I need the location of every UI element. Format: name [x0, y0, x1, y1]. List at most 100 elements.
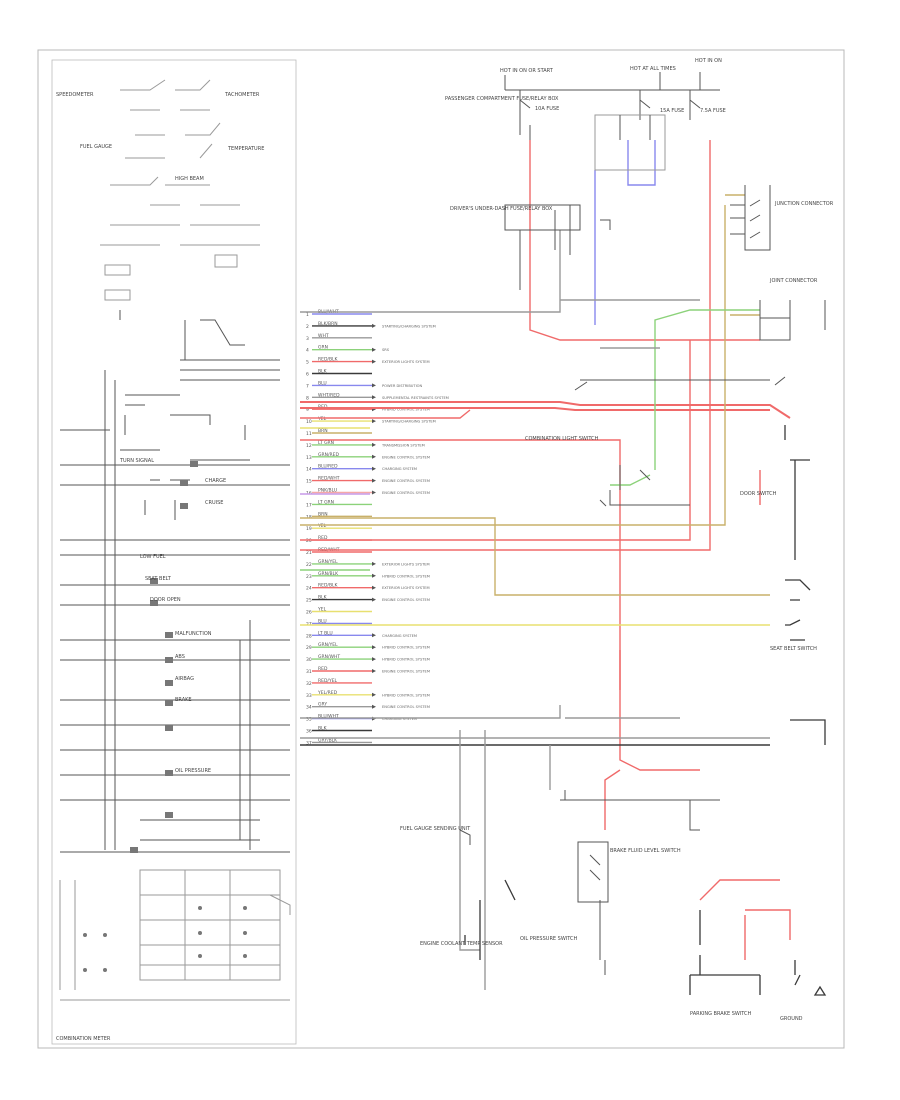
pin-wire-color: BLU	[318, 380, 327, 386]
pin-number: 14	[306, 467, 312, 473]
pin-number: 6	[306, 372, 309, 378]
ground-label: GROUND	[780, 1016, 803, 1022]
wire-red-right	[699, 879, 780, 901]
meter-item-cruise: CRUISE	[205, 500, 223, 506]
pin-system-label: POWER DISTRIBUTION	[382, 384, 422, 388]
meter-item-tachometer: TACHOMETER	[224, 92, 260, 98]
arrow-right-icon	[372, 669, 376, 673]
meter-item-speedometer: SPEEDOMETER	[56, 92, 94, 98]
pin-number: 34	[306, 705, 312, 711]
wire-red-branch-2	[300, 439, 621, 700]
seat-belt-label: SEAT BELT SWITCH	[770, 646, 817, 652]
pin-number: 7	[306, 383, 309, 389]
right-components: HOT IN ON OR START HOT AT ALL TIMES HOT …	[400, 58, 834, 1022]
connector-pin-row: 6 BLK	[306, 369, 372, 378]
pin-wire-color: GRN/RED	[318, 452, 339, 458]
pin-system-label: EXTERIOR LIGHTS SYSTEM	[382, 562, 430, 566]
arrow-right-icon	[372, 454, 376, 459]
gauge-switches	[100, 79, 260, 301]
pin-system-label: STARTING/CHARGING SYSTEM	[382, 420, 436, 424]
pin-number: 1	[306, 312, 309, 318]
pin-number: 12	[306, 443, 312, 449]
pin-wire-color: RED/BLK	[318, 357, 339, 363]
pin-wire-color: WHT/RED	[318, 392, 340, 398]
pin-number: 17	[306, 502, 312, 508]
meter-item-low-fuel: LOW FUEL	[140, 554, 166, 560]
meter-internal-lines	[60, 310, 290, 853]
pin-number: 33	[306, 693, 312, 699]
pin-number: 29	[306, 645, 312, 651]
pin-wire-color: GRN/YEL	[318, 559, 338, 565]
indicator-icons	[130, 461, 198, 853]
pin-number: 24	[306, 586, 312, 592]
pin-number: 22	[306, 562, 312, 568]
lower-right-switches	[464, 719, 827, 996]
pin-wire-color: BLU	[318, 618, 327, 624]
parking-brake-label: PARKING BRAKE SWITCH	[690, 1011, 752, 1017]
wire-harness	[300, 140, 791, 990]
pin-number: 21	[306, 550, 312, 556]
pin-number: 9	[306, 407, 309, 413]
pin-wire-color: RED/BLK	[318, 583, 339, 589]
meter-item-malfunction: MALFUNCTION	[175, 631, 212, 637]
pin-wire-color: LT BLU	[318, 630, 333, 636]
pin-wire-color: BLU/WHT	[318, 714, 339, 720]
junction-connector	[730, 185, 771, 251]
pin-system-label: CHARGING SYSTEM	[382, 467, 417, 471]
arrow-right-icon	[372, 347, 376, 352]
pin-system-label: ENGINE CONTROL SYSTEM	[382, 479, 430, 483]
wire-gray-5	[459, 730, 486, 990]
pin-number: 20	[306, 538, 312, 544]
fuse-label-a: 10A FUSE	[535, 106, 559, 112]
driver-box-label: DRIVER'S UNDER-DASH FUSE/RELAY BOX	[450, 206, 553, 212]
pin-number: 3	[306, 336, 309, 342]
wire-red-right-2	[745, 909, 791, 940]
wire-red-lower	[619, 700, 700, 771]
pin-system-label: HYBRID CONTROL SYSTEM	[382, 574, 430, 578]
meter-item-high-beam: HIGH BEAM	[175, 176, 204, 182]
pin-wire-color: BRN	[318, 511, 328, 517]
arrow-right-icon	[372, 323, 376, 328]
component-labels: HOT IN ON OR START HOT AT ALL TIMES HOT …	[400, 58, 834, 1022]
pin-wire-color: LT GRN	[318, 440, 334, 446]
arrow-right-icon	[372, 419, 376, 424]
pin-system-label: CHARGING SYSTEM	[382, 717, 417, 721]
pin-wire-color: YEL	[317, 607, 327, 613]
meter-item-oil-pressure: OIL PRESSURE	[175, 768, 211, 774]
wire-gray-1	[300, 705, 680, 719]
pin-wire-color: BLK	[318, 369, 328, 375]
passenger-box-label: PASSENGER COMPARTMENT FUSE/RELAY BOX	[445, 96, 559, 102]
pin-number: 31	[306, 669, 312, 675]
wire-olive-1	[300, 517, 770, 596]
pin-number: 23	[306, 574, 312, 580]
arrow-right-icon	[372, 490, 376, 495]
pin-number: 25	[306, 598, 312, 604]
door-switch-symbol	[784, 425, 811, 641]
pin-wire-color: BLK/BRN	[318, 321, 338, 327]
arrow-right-icon	[372, 359, 376, 364]
pin-number: 15	[306, 479, 312, 485]
wire-olive-2	[300, 194, 745, 526]
fuse-boxes	[504, 72, 720, 290]
meter-item-door-open: DOOR OPEN	[150, 597, 181, 603]
pin-wire-color: GRY	[318, 702, 327, 708]
fuse-label-top-mid: HOT AT ALL TIMES	[630, 66, 676, 72]
arrow-right-icon	[372, 573, 376, 578]
